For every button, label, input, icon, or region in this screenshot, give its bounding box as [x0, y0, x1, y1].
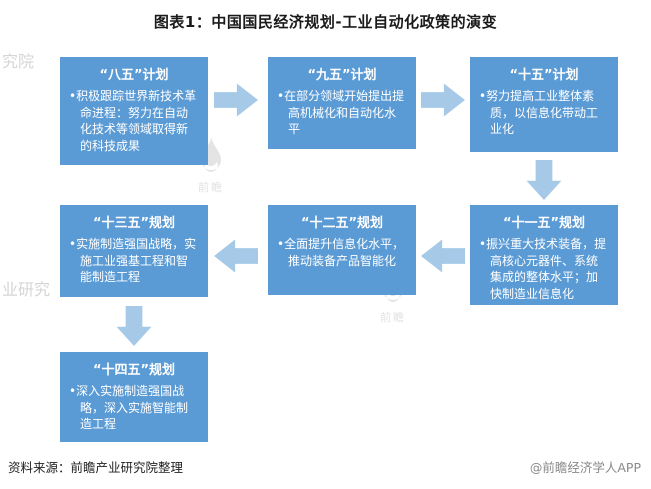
- plan-box-14th-five-year: “十四五”规划 •深入实施制造强国战略，深入实施智能制造工程: [60, 352, 208, 442]
- plan-box-body: •在部分领域开始提出提高机械化和自动化水平: [277, 89, 405, 137]
- plan-box-body: •积极跟踪世界新技术革命进程：努力在自动化技术等领域取得新的科技成果: [69, 89, 197, 153]
- plan-box-heading: “九五”计划: [307, 68, 377, 83]
- plan-box-12th-five-year: “十二五”规划 •全面提升信息化水平，推动装备产品智能化: [268, 205, 416, 295]
- plan-box-heading: “十四五”规划: [92, 363, 176, 378]
- plan-box-heading: “八五”计划: [99, 68, 169, 83]
- plan-box-13th-five-year: “十三五”规划 •实施制造强国战略，实施工业强基工程和智能制造工程: [60, 205, 208, 297]
- plan-box-heading: “十二五”规划: [300, 216, 384, 231]
- watermark-brand-text: 前瞻: [380, 311, 406, 324]
- plan-box-body: •全面提升信息化水平，推动装备产品智能化: [277, 237, 405, 268]
- plan-box-body: •振兴重大技术装备，提高核心元器件、系统集成的整体水平；加快制造业信息化: [479, 237, 607, 301]
- plan-box-11th-five-year: “十一五”规划 •振兴重大技术装备，提高核心元器件、系统集成的整体水平；加快制造…: [470, 205, 618, 305]
- brand-credit: @前瞻经济学人APP: [529, 460, 641, 475]
- plan-box-heading: “十五”计划: [509, 68, 579, 83]
- plan-box-9th-five-year: “九五”计划 •在部分领域开始提出提高机械化和自动化水平: [268, 57, 416, 149]
- plan-box-10th-five-year: “十五”计划 •努力提高工业整体素质，以信息化带动工业化: [470, 57, 618, 152]
- watermark-corner-text: 业研究: [2, 280, 51, 299]
- plan-box-heading: “十一五”规划: [502, 216, 586, 231]
- plan-box-8th-five-year: “八五”计划 •积极跟踪世界新技术革命进程：努力在自动化技术等领域取得新的科技成…: [60, 57, 208, 165]
- arrow-right-icon: [421, 83, 465, 117]
- arrow-left-icon: [214, 239, 258, 273]
- arrow-down-icon: [116, 306, 152, 346]
- watermark-corner-text: 究院: [2, 52, 35, 71]
- watermark-brand-text: 前瞻: [198, 181, 224, 194]
- plan-box-heading: “十三五”规划: [92, 216, 176, 231]
- plan-box-body: •深入实施制造强国战略，深入实施智能制造工程: [69, 384, 189, 432]
- arrow-down-icon: [526, 160, 562, 200]
- chart-title: 图表1：中国国民经济规划-工业自动化政策的演变: [153, 13, 498, 31]
- source-note: 资料来源：前瞻产业研究院整理: [8, 460, 184, 475]
- plan-box-body: •实施制造强国战略，实施工业强基工程和智能制造工程: [69, 237, 197, 285]
- arrow-right-icon: [214, 83, 258, 117]
- arrow-left-icon: [421, 239, 465, 273]
- plan-box-body: •努力提高工业整体素质，以信息化带动工业化: [479, 89, 599, 137]
